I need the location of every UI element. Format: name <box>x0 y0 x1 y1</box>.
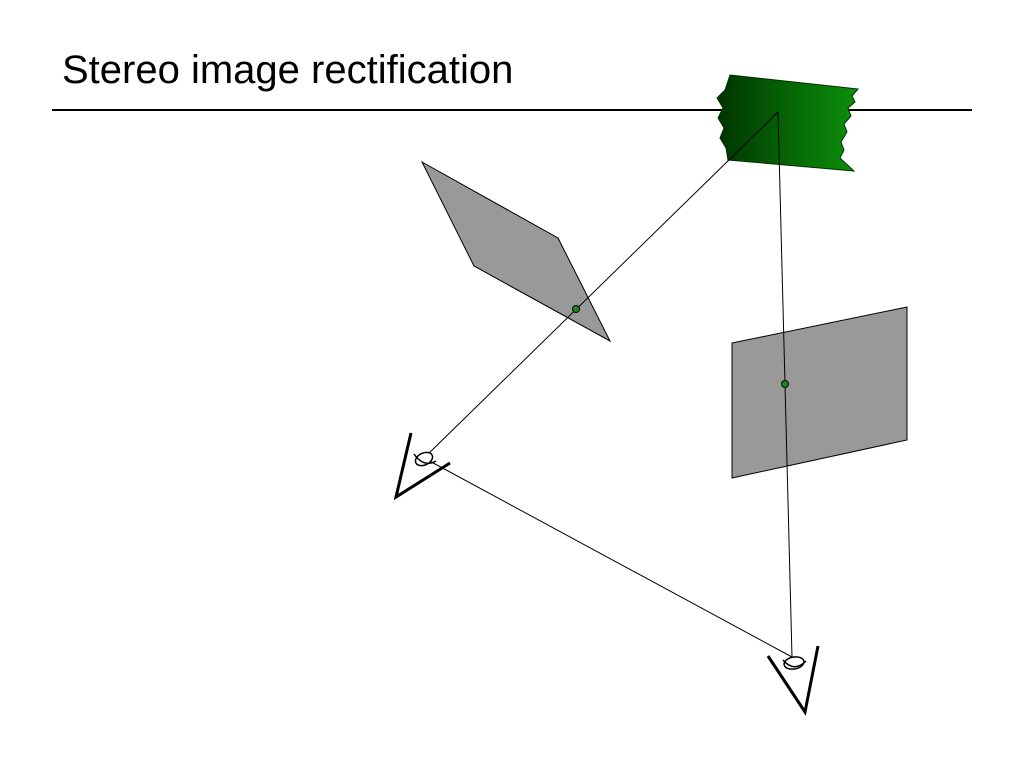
right-projected-point <box>781 380 789 388</box>
right-camera-cone <box>766 645 820 716</box>
left-image-plane <box>420 160 612 343</box>
slide-title: Stereo image rectification <box>62 48 514 92</box>
left-camera <box>393 432 451 501</box>
left-camera-eye <box>414 451 434 467</box>
title-rule <box>52 109 972 111</box>
left-ray <box>423 111 779 459</box>
scene-object <box>716 74 859 172</box>
baseline <box>423 457 793 658</box>
right-image-plane <box>731 306 908 479</box>
left-camera-cone <box>393 432 451 501</box>
right-camera <box>766 645 820 716</box>
left-projected-point <box>572 305 580 313</box>
